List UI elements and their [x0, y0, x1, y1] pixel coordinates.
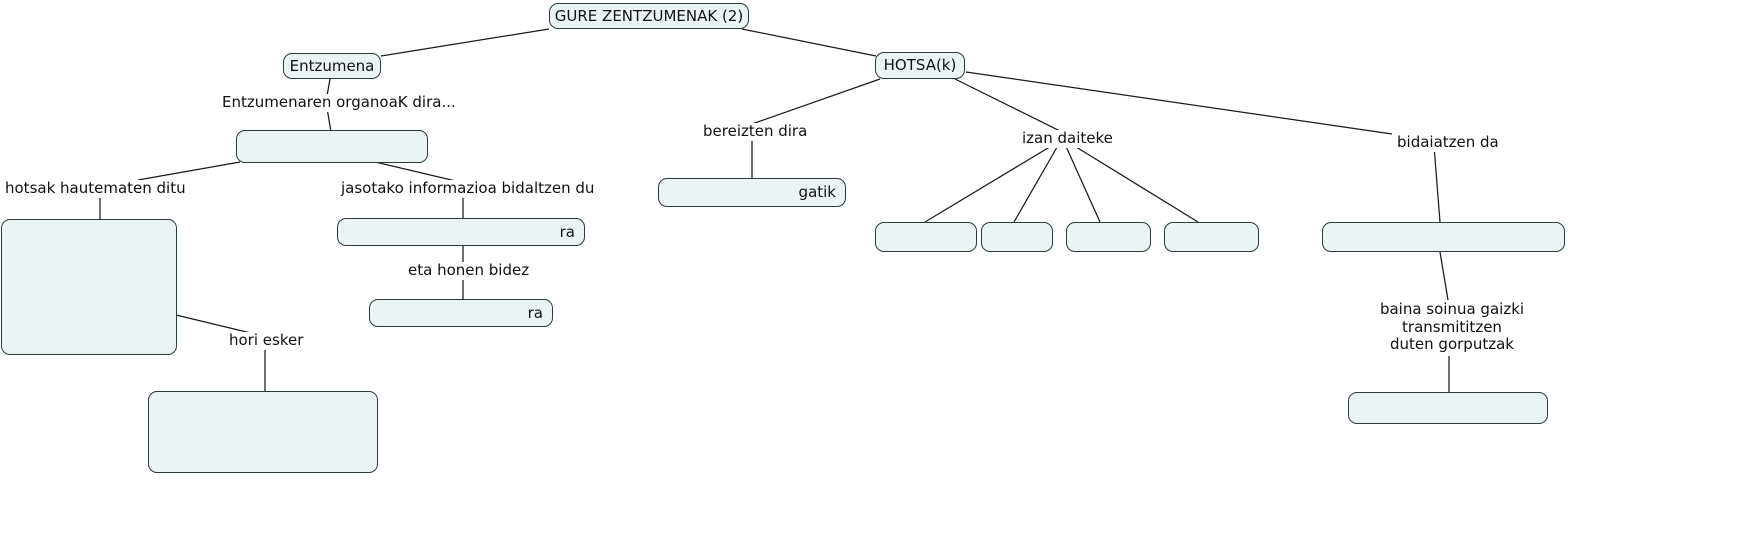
link-label-bidaltzen: jasotako informazioa bidaltzen du [338, 179, 598, 198]
link-label-organoak: Entzumenaren organoaK dira... [219, 93, 459, 112]
node-organoak[interactable] [236, 130, 428, 163]
edge-lbl-izan-to-izan-4 [1067, 141, 1199, 223]
link-label-izan: izan daiteke [1019, 129, 1116, 148]
edge-entzumena-to-lbl-organoak [326, 78, 331, 97]
edge-hotsak-to-lbl-izan [954, 78, 1063, 133]
node-hotsak[interactable]: HOTSA(k) [875, 52, 965, 79]
node-ra-2[interactable]: ra [369, 299, 553, 327]
node-gatik[interactable]: gatik [658, 178, 846, 207]
edge-root-to-hotsak [741, 28, 877, 57]
node-izan-4[interactable] [1164, 222, 1259, 252]
node-hautematen[interactable] [1, 219, 177, 355]
node-root[interactable]: GURE ZENTZUMENAK (2) [549, 3, 749, 29]
link-label-hautematen: hotsak hautematen ditu [2, 179, 189, 198]
link-label-hori: hori esker [226, 331, 307, 350]
node-izan-3[interactable] [1066, 222, 1151, 252]
edge-lbl-izan-to-izan-3 [1063, 141, 1101, 223]
edge-bidaiatzen-to-lbl-gorputzak [1439, 251, 1449, 301]
node-izan-2[interactable] [981, 222, 1053, 252]
edge-root-to-entzumena [380, 28, 550, 57]
edge-lbl-izan-to-izan-2 [1013, 141, 1061, 223]
link-label-gorputzak: baina soinua gaizki transmititzen duten … [1376, 300, 1528, 355]
edge-hotsak-to-lbl-bereizten [751, 78, 881, 125]
node-entzumena[interactable]: Entzumena [283, 53, 381, 79]
node-gorputzak[interactable] [1348, 392, 1548, 424]
link-label-bidaiatzen: bidaiatzen da [1394, 133, 1502, 152]
node-izan-1[interactable] [875, 222, 977, 252]
node-hori-esker[interactable] [148, 391, 378, 473]
link-label-bereizten: bereizten dira [700, 122, 811, 141]
edge-lbl-izan-to-izan-1 [924, 141, 1059, 223]
edge-organoak-to-lbl-hautematen [137, 161, 241, 181]
edge-lbl-bidaiatzen-to-bidaiatzen [1433, 145, 1441, 223]
edge-organoak-to-lbl-bidaltzen [374, 161, 461, 183]
node-ra-1[interactable]: ra [337, 218, 585, 246]
link-label-bidez: eta honen bidez [405, 261, 533, 280]
edge-hotsak-to-lbl-bidaiatzen [965, 71, 1393, 135]
node-bidaiatzen[interactable] [1322, 222, 1565, 252]
edge-lbl-organoak-to-organoak [326, 107, 332, 133]
edge-hautematen-to-lbl-hori [175, 314, 256, 335]
